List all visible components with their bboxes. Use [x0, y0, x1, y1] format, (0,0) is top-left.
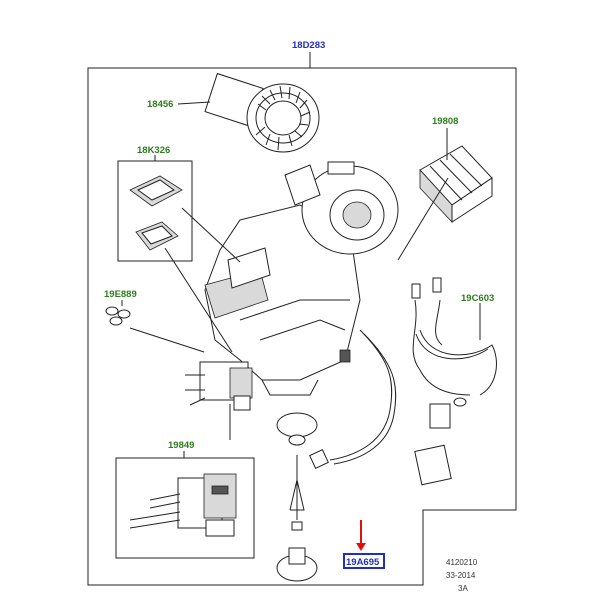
actuator-detail-illustration	[129, 473, 237, 537]
o-rings-illustration	[105, 306, 131, 326]
label-highlighted-part[interactable]: 19A695	[346, 557, 380, 568]
highlight-label-box	[343, 553, 385, 569]
highlight-arrow	[356, 520, 366, 551]
footer-line-3: 3A	[458, 584, 468, 593]
seal-kit-illustration	[129, 175, 183, 251]
blower-wheel-illustration	[204, 72, 320, 153]
leader-lines	[121, 101, 481, 520]
grommet-lower-illustration	[276, 521, 318, 582]
label-seal-kit[interactable]: 18K326	[137, 145, 170, 156]
label-top-assembly[interactable]: 18D283	[292, 40, 325, 51]
actuator-on-assembly-illustration	[185, 361, 253, 411]
heater-housing-illustration	[204, 161, 399, 396]
actuator-box	[115, 457, 255, 559]
label-o-rings[interactable]: 19E889	[104, 289, 137, 300]
wiring-harness-illustration	[309, 277, 497, 486]
footer-line-2: 33-2014	[446, 571, 476, 580]
main-assembly-frame	[87, 67, 517, 586]
label-blower[interactable]: 18456	[147, 99, 173, 110]
footer-line-1: 4120210	[446, 558, 478, 567]
label-harness[interactable]: 19C603	[461, 293, 494, 304]
grommet-upper-illustration	[276, 412, 318, 446]
filter-illustration	[419, 145, 493, 224]
label-filter[interactable]: 19808	[432, 116, 458, 127]
label-actuator[interactable]: 19849	[168, 440, 194, 451]
